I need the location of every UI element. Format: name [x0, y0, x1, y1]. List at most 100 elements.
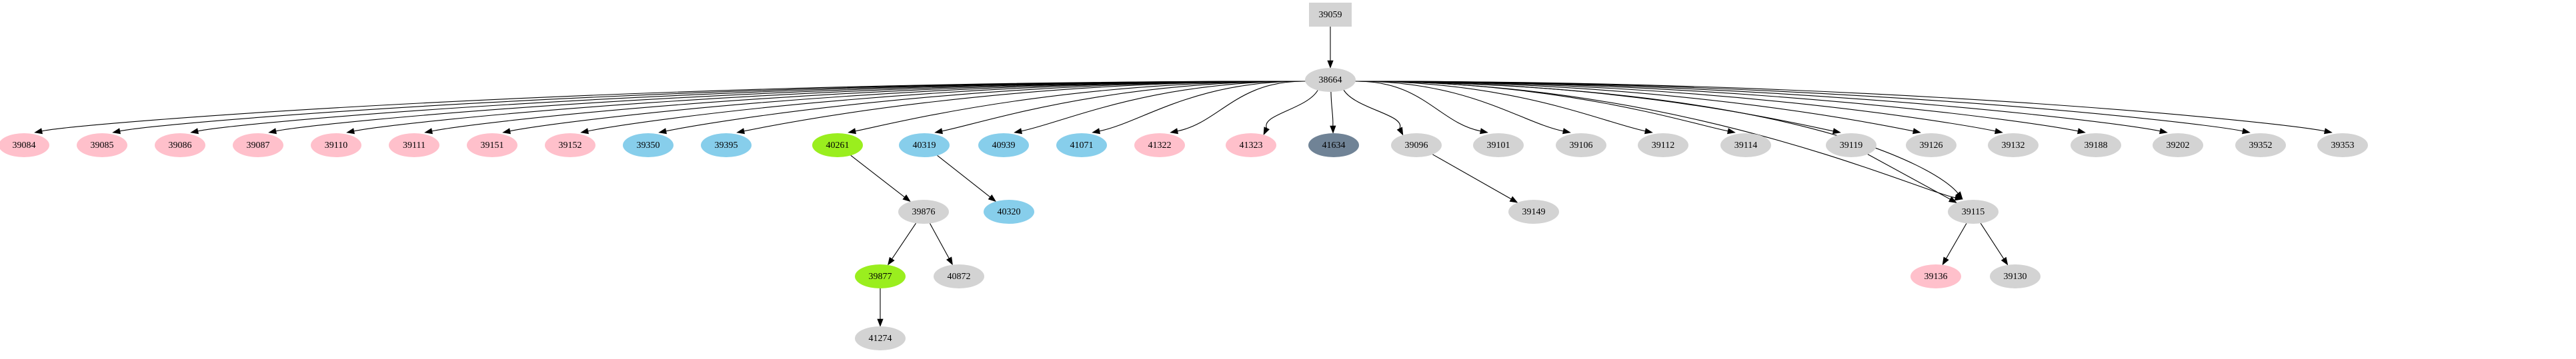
- node-ellipse-40320[interactable]: [984, 200, 1034, 224]
- node-ellipse-41634[interactable]: [1308, 133, 1359, 157]
- graph-edge: [1980, 222, 2009, 266]
- graph-node-41634[interactable]: 41634: [1308, 133, 1359, 157]
- node-label-39202: 39202: [2167, 141, 2190, 151]
- graph-edge: [1355, 81, 1571, 135]
- node-ellipse-41274[interactable]: [855, 326, 906, 350]
- node-label-40939: 40939: [992, 141, 1016, 151]
- node-ellipse-39126[interactable]: [1906, 133, 1957, 157]
- graph-edge: [1942, 223, 1967, 266]
- node-ellipse-39084[interactable]: [0, 133, 49, 157]
- node-ellipse-39110[interactable]: [311, 133, 361, 157]
- node-ellipse-39101[interactable]: [1473, 133, 1524, 157]
- graph-node-38664[interactable]: 38664: [1305, 68, 1356, 92]
- graph-node-39114[interactable]: 39114: [1720, 133, 1771, 157]
- graph-node-39876[interactable]: 39876: [898, 200, 949, 224]
- graph-node-40261[interactable]: 40261: [812, 133, 863, 157]
- edge-arrowhead: [1480, 128, 1488, 135]
- node-box-39059[interactable]: [1309, 3, 1352, 27]
- graph-node-39132[interactable]: 39132: [1988, 133, 2039, 157]
- node-ellipse-39152[interactable]: [545, 133, 595, 157]
- graph-node-39350[interactable]: 39350: [623, 133, 674, 157]
- node-ellipse-39112[interactable]: [1638, 133, 1688, 157]
- graph-node-39151[interactable]: 39151: [467, 133, 517, 157]
- graph-edge: [1330, 91, 1336, 134]
- graph-node-39130[interactable]: 39130: [1990, 264, 2041, 288]
- graph-node-39111[interactable]: 39111: [389, 133, 439, 157]
- node-ellipse-40872[interactable]: [934, 264, 984, 288]
- edge-arrowhead: [1912, 128, 1921, 135]
- node-ellipse-39114[interactable]: [1720, 133, 1771, 157]
- graph-edge: [1355, 81, 2333, 135]
- node-label-39136: 39136: [1924, 272, 1948, 282]
- graph-node-39086[interactable]: 39086: [155, 133, 205, 157]
- graph-node-39096[interactable]: 39096: [1391, 133, 1442, 157]
- node-ellipse-39106[interactable]: [1556, 133, 1606, 157]
- graph-edge: [424, 81, 1306, 135]
- graph-node-41274[interactable]: 41274: [855, 326, 906, 350]
- graph-node-39353[interactable]: 39353: [2317, 133, 2368, 157]
- graph-node-40319[interactable]: 40319: [899, 133, 950, 157]
- node-ellipse-41323[interactable]: [1226, 133, 1276, 157]
- graph-node-39126[interactable]: 39126: [1906, 133, 1957, 157]
- node-label-39353: 39353: [2331, 141, 2355, 151]
- graph-node-39110[interactable]: 39110: [311, 133, 361, 157]
- node-label-39352: 39352: [2249, 141, 2273, 151]
- node-ellipse-39087[interactable]: [233, 133, 283, 157]
- node-ellipse-39352[interactable]: [2235, 133, 2286, 157]
- graph-node-40939[interactable]: 40939: [978, 133, 1029, 157]
- node-ellipse-39350[interactable]: [623, 133, 674, 157]
- graph-node-39112[interactable]: 39112: [1638, 133, 1688, 157]
- node-ellipse-40939[interactable]: [978, 133, 1029, 157]
- graph-node-39877[interactable]: 39877: [855, 264, 906, 288]
- node-ellipse-38664[interactable]: [1305, 68, 1356, 92]
- graph-node-40320[interactable]: 40320: [984, 200, 1034, 224]
- node-ellipse-39136[interactable]: [1910, 264, 1961, 288]
- graph-edge: [1092, 81, 1306, 135]
- graph-node-41322[interactable]: 41322: [1134, 133, 1185, 157]
- graph-node-39115[interactable]: 39115: [1948, 200, 1999, 224]
- graph-edge: [888, 222, 916, 266]
- graph-node-39202[interactable]: 39202: [2153, 133, 2203, 157]
- graph-node-39395[interactable]: 39395: [701, 133, 752, 157]
- node-ellipse-39876[interactable]: [898, 200, 949, 224]
- node-ellipse-39202[interactable]: [2153, 133, 2203, 157]
- node-ellipse-39111[interactable]: [389, 133, 439, 157]
- graph-node-39059[interactable]: 39059: [1309, 3, 1352, 27]
- edge-arrowhead: [2159, 128, 2168, 135]
- graph-node-39136[interactable]: 39136: [1910, 264, 1961, 288]
- graph-node-39084[interactable]: 39084: [0, 133, 49, 157]
- graph-edge: [580, 81, 1306, 135]
- graph-node-40872[interactable]: 40872: [934, 264, 984, 288]
- node-ellipse-39188[interactable]: [2071, 133, 2121, 157]
- node-ellipse-39353[interactable]: [2317, 133, 2368, 157]
- node-ellipse-39130[interactable]: [1990, 264, 2041, 288]
- node-ellipse-39115[interactable]: [1948, 200, 1999, 224]
- node-ellipse-39877[interactable]: [855, 264, 906, 288]
- node-ellipse-41071[interactable]: [1056, 133, 1107, 157]
- graph-node-39119[interactable]: 39119: [1826, 133, 1876, 157]
- graph-node-41323[interactable]: 41323: [1226, 133, 1276, 157]
- node-ellipse-39149[interactable]: [1508, 200, 1559, 224]
- node-ellipse-39085[interactable]: [77, 133, 127, 157]
- node-ellipse-39096[interactable]: [1391, 133, 1442, 157]
- edge-arrowhead: [34, 128, 43, 135]
- node-ellipse-39395[interactable]: [701, 133, 752, 157]
- node-ellipse-39132[interactable]: [1988, 133, 2039, 157]
- node-ellipse-40319[interactable]: [899, 133, 950, 157]
- node-ellipse-39086[interactable]: [155, 133, 205, 157]
- graph-node-39352[interactable]: 39352: [2235, 133, 2286, 157]
- graph-node-39087[interactable]: 39087: [233, 133, 283, 157]
- graph-node-39152[interactable]: 39152: [545, 133, 595, 157]
- node-label-39152: 39152: [559, 141, 582, 151]
- graph-node-41071[interactable]: 41071: [1056, 133, 1107, 157]
- node-ellipse-41322[interactable]: [1134, 133, 1185, 157]
- graph-node-39085[interactable]: 39085: [77, 133, 127, 157]
- node-ellipse-39151[interactable]: [467, 133, 517, 157]
- graph-edge: [112, 81, 1306, 135]
- node-ellipse-39119[interactable]: [1826, 133, 1876, 157]
- graph-node-39188[interactable]: 39188: [2071, 133, 2121, 157]
- graph-node-39149[interactable]: 39149: [1508, 200, 1559, 224]
- graph-node-39106[interactable]: 39106: [1556, 133, 1606, 157]
- node-ellipse-40261[interactable]: [812, 133, 863, 157]
- graph-node-39101[interactable]: 39101: [1473, 133, 1524, 157]
